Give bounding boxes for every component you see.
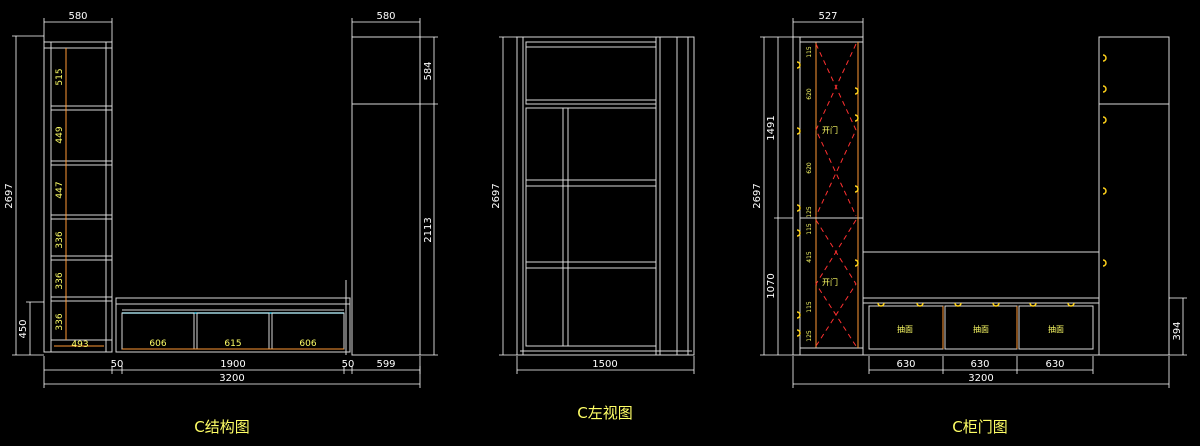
left-tower-width: 580 bbox=[68, 11, 87, 22]
doors-lower-height: 1070 bbox=[766, 273, 777, 298]
doors-bottom-dims bbox=[792, 356, 1170, 388]
structure-bottom-dims bbox=[43, 356, 421, 388]
svg-text:415: 415 bbox=[806, 251, 813, 263]
doors-base-height: 394 bbox=[1172, 321, 1183, 340]
shelf-dim-1: 515 bbox=[55, 68, 65, 85]
base-width-dim: 1900 bbox=[220, 359, 245, 370]
shelf-dim-labels: 515 449 447 336 336 336 bbox=[55, 68, 65, 330]
hinge-icon bbox=[1029, 302, 1037, 307]
hinge-icon bbox=[796, 311, 801, 319]
drawer-dim-2: 615 bbox=[224, 339, 241, 349]
side-outline bbox=[516, 36, 695, 356]
drawer-face-width-3: 630 bbox=[1045, 359, 1064, 370]
svg-text:115: 115 bbox=[806, 223, 813, 235]
side-dims bbox=[499, 36, 695, 374]
drawer-face-width-1: 630 bbox=[896, 359, 915, 370]
doors-view: 开门 开门 115 620 620 125 115 415 115 125 bbox=[752, 11, 1187, 436]
door-small-dims-upper: 115 620 620 125 bbox=[806, 46, 813, 218]
hinge-icon bbox=[1102, 259, 1107, 267]
shelf-dim-3: 447 bbox=[55, 181, 65, 198]
doors-upper-height: 1491 bbox=[766, 115, 777, 140]
shelf-dim-6: 336 bbox=[55, 313, 65, 330]
doors-caption: C柜门图 bbox=[952, 418, 1007, 436]
hinge-icon bbox=[854, 259, 859, 267]
side-height: 2697 bbox=[491, 183, 502, 208]
hinge-icon bbox=[1067, 302, 1075, 307]
doors-right-tower bbox=[1098, 36, 1170, 356]
structure-overall-width: 3200 bbox=[219, 373, 244, 384]
drawer-face-label-1: 抽面 bbox=[897, 324, 913, 334]
hinge-icon bbox=[854, 87, 859, 95]
svg-text:620: 620 bbox=[806, 162, 813, 174]
hinge-icon bbox=[796, 229, 801, 237]
base-unit-outline bbox=[115, 297, 351, 353]
hinge-icon bbox=[796, 329, 801, 337]
hinge-icon bbox=[854, 114, 859, 122]
left-tower-hinges bbox=[796, 61, 859, 337]
hinge-icon bbox=[1102, 85, 1107, 93]
door-small-dims-lower: 115 415 115 125 bbox=[806, 223, 813, 342]
svg-text:115: 115 bbox=[806, 46, 813, 58]
lower-door-label: 开门 bbox=[822, 277, 838, 287]
structure-total-height: 2697 bbox=[4, 183, 15, 208]
inner-width-label: 493 bbox=[71, 340, 88, 350]
left-tower-outline bbox=[43, 41, 113, 353]
svg-text:125: 125 bbox=[806, 206, 813, 218]
drawer-face-width-2: 630 bbox=[970, 359, 989, 370]
hinge-icon bbox=[877, 302, 885, 307]
structure-base-height: 450 bbox=[18, 319, 29, 338]
right-tower-width: 580 bbox=[376, 11, 395, 22]
drawer-face-label-3: 抽面 bbox=[1048, 324, 1064, 334]
hinge-icon bbox=[854, 185, 859, 193]
gap-right-dim: 50 bbox=[342, 359, 355, 370]
doors-top-dim bbox=[792, 18, 864, 37]
svg-text:620: 620 bbox=[806, 88, 813, 100]
shelf-dim-4: 336 bbox=[55, 231, 65, 248]
doors-overall-width: 3200 bbox=[968, 373, 993, 384]
left-tower-shelves bbox=[51, 105, 112, 341]
drawer-dim-3: 606 bbox=[299, 339, 316, 349]
structure-caption: C结构图 bbox=[194, 418, 249, 436]
side-view: 2697 1500 C左视图 bbox=[491, 36, 695, 422]
doors-top-width: 527 bbox=[818, 11, 837, 22]
doors-left-dims bbox=[760, 36, 793, 356]
side-width: 1500 bbox=[592, 359, 617, 370]
doors-right-dim bbox=[1169, 297, 1187, 356]
shelf-dim-2: 449 bbox=[55, 126, 65, 143]
hinge-icon bbox=[796, 61, 801, 69]
side-caption: C左视图 bbox=[577, 404, 632, 422]
doors-left-tower bbox=[792, 36, 864, 356]
hinge-icon bbox=[1102, 116, 1107, 124]
structure-right-dims bbox=[420, 36, 438, 356]
hinge-icon bbox=[796, 127, 801, 135]
right-tower-lower-height: 2113 bbox=[423, 217, 434, 242]
hinge-icon bbox=[992, 302, 1000, 307]
right-tower-bottom-dim: 599 bbox=[376, 359, 395, 370]
right-tower-outline bbox=[351, 36, 421, 356]
structure-left-dims bbox=[12, 35, 44, 356]
door-swing-diagonals bbox=[815, 43, 857, 347]
hinge-icon bbox=[916, 302, 924, 307]
hinge-icon bbox=[1102, 187, 1107, 195]
upper-door-label: 开门 bbox=[822, 125, 838, 135]
drawer-dim-1: 606 bbox=[149, 339, 166, 349]
hinge-icon bbox=[1102, 54, 1107, 62]
hinge-icon bbox=[954, 302, 962, 307]
drawer-face-label-2: 抽面 bbox=[973, 324, 989, 334]
svg-text:125: 125 bbox=[806, 330, 813, 342]
drawer-face-3 bbox=[1018, 305, 1094, 350]
doors-total-height: 2697 bbox=[752, 183, 763, 208]
right-tower-hinges bbox=[1102, 54, 1107, 267]
structure-view: 515 449 447 336 336 336 493 606 615 606 bbox=[4, 11, 438, 436]
drawer-hinges bbox=[877, 302, 1075, 307]
structure-top-dims bbox=[43, 18, 421, 42]
right-tower-upper-height: 584 bbox=[423, 61, 434, 80]
hinge-icon bbox=[796, 204, 801, 212]
shelf-dim-5: 336 bbox=[55, 272, 65, 289]
gap-left-dim: 50 bbox=[111, 359, 124, 370]
svg-text:115: 115 bbox=[806, 301, 813, 313]
